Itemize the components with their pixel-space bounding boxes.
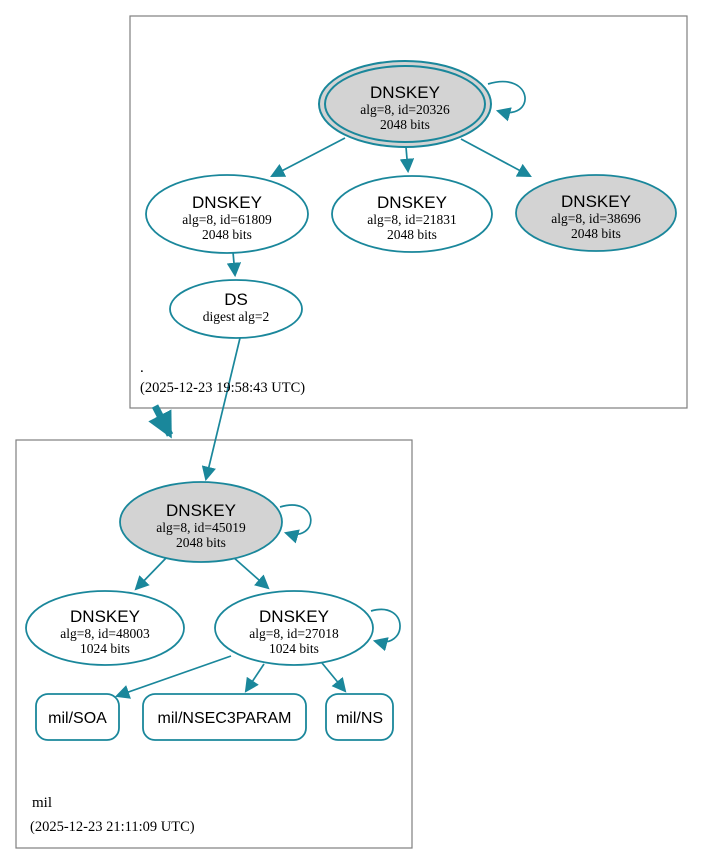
node-label: DNSKEY [370,83,440,102]
node-detail: alg=8, id=20326 [360,102,450,117]
edge-zsk61809-to-ds [226,251,242,278]
node-detail: alg=8, id=38696 [551,211,641,226]
node-detail: digest alg=2 [203,309,269,324]
node-label: DNSKEY [70,607,140,626]
edge-ksk20326-to-zsk61809 [270,137,346,178]
mil-zone-timestamp: (2025-12-23 21:11:09 UTC) [30,819,195,835]
node-bits: 1024 bits [80,641,130,656]
node-dnskey-38696-ksk: DNSKEY alg=8, id=38696 2048 bits [515,174,677,252]
node-detail: alg=8, id=48003 [60,626,150,641]
edge-root-zone-to-mil-zone [148,404,174,439]
edge-ksk20326-to-zsk21831 [399,146,415,174]
rrset-label: mil/NSEC3PARAM [158,710,292,727]
node-label: DNSKEY [561,192,631,211]
node-detail: alg=8, id=61809 [182,212,272,227]
node-bits: 1024 bits [269,641,319,656]
mil-zone-name: mil [32,795,52,811]
node-detail: alg=8, id=27018 [249,626,339,641]
root-zone-name: . [140,360,144,376]
node-label: DNSKEY [259,607,329,626]
node-ds: DS digest alg=2 [169,279,303,339]
rrset-label: mil/SOA [48,710,107,727]
edge-ksk45019-self-loop [279,504,312,544]
node-rrset-mil-ns: mil/NS [325,693,394,741]
node-dnskey-20326-ksk: DNSKEY alg=8, id=20326 2048 bits [318,60,492,148]
node-rrset-mil-soa: mil/SOA [35,693,120,741]
edge-ds-to-mil-ksk45019 [201,337,241,482]
node-label: DNSKEY [166,501,236,520]
edge-ksk45019-to-zsk27018 [232,556,270,590]
node-dnskey-48003: DNSKEY alg=8, id=48003 1024 bits [25,590,185,666]
edge-ksk20326-to-ksk38696 [460,138,532,178]
node-bits: 2048 bits [202,227,252,242]
edge-zsk27018-to-mil-soa [114,655,232,699]
edge-zsk27018-self-loop [370,608,401,652]
node-dnskey-21831: DNSKEY alg=8, id=21831 2048 bits [331,175,493,253]
node-detail: alg=8, id=45019 [156,520,246,535]
edge-ksk20326-self-loop [487,80,526,122]
node-dnskey-45019-ksk: DNSKEY alg=8, id=45019 2048 bits [119,481,283,563]
root-zone-timestamp: (2025-12-23 19:58:43 UTC) [140,380,305,396]
node-detail: alg=8, id=21831 [367,212,456,227]
node-bits: 2048 bits [380,117,430,132]
edge-zsk27018-to-mil-ns [321,662,347,693]
node-dnskey-27018: DNSKEY alg=8, id=27018 1024 bits [214,590,374,666]
edge-ksk45019-to-zsk48003 [134,555,169,591]
node-label: DS [224,290,248,309]
edge-zsk27018-to-mil-nsec3param [244,663,265,693]
node-bits: 2048 bits [571,226,621,241]
node-rrset-mil-nsec3param: mil/NSEC3PARAM [142,693,307,741]
node-bits: 2048 bits [176,535,226,550]
node-dnskey-61809: DNSKEY alg=8, id=61809 2048 bits [145,174,309,254]
node-label: DNSKEY [377,193,447,212]
rrset-label: mil/NS [336,710,383,727]
node-bits: 2048 bits [387,227,437,242]
node-label: DNSKEY [192,193,262,212]
